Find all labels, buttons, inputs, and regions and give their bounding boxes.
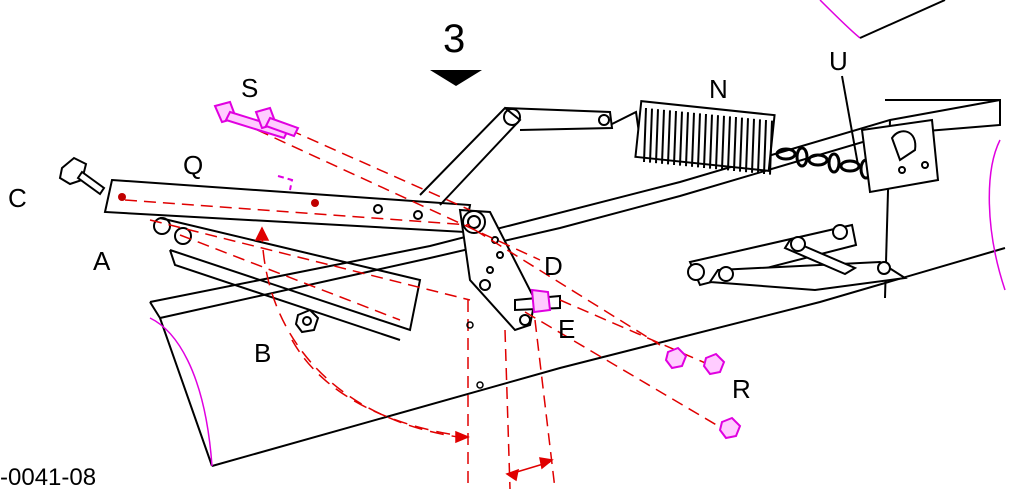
spring-coil [703, 113, 707, 169]
spring-coil [757, 119, 761, 174]
push-arm [153, 217, 422, 341]
spring-coil [763, 119, 767, 175]
spring-coil [733, 116, 737, 172]
step-number: 3 [443, 17, 465, 61]
leader-line-u [841, 75, 859, 166]
spring-coil [655, 109, 659, 164]
callout-q: Q [183, 150, 203, 180]
bolt-c [58, 156, 106, 196]
swing-arcs [261, 227, 469, 439]
callout-r: R [732, 374, 751, 404]
chain-link [839, 159, 861, 173]
callout-e: E [558, 314, 575, 344]
callout-d: D [544, 251, 563, 281]
alignment-lines [124, 121, 726, 489]
top-blade-curve [819, 0, 861, 39]
blade-left-edge [149, 301, 213, 467]
step-arrow-icon [430, 70, 482, 86]
spring-coil [649, 108, 653, 163]
spring-coil [751, 118, 755, 173]
blade-right-top [885, 99, 1001, 135]
callout-s: S [241, 73, 258, 103]
spring-coil [685, 112, 689, 167]
bracket-u [860, 118, 940, 194]
blade-holes [466, 321, 484, 389]
top-blade-edge [859, 0, 946, 39]
nuts-r [664, 346, 742, 440]
nut-b [294, 308, 320, 334]
spring-coil [715, 115, 719, 170]
spring-coil [709, 114, 713, 169]
spring-coil [661, 109, 665, 164]
blade-inner-edge [159, 133, 891, 319]
chain [775, 146, 873, 180]
part-number: -0041-08 [0, 464, 96, 489]
spring-coil [739, 117, 743, 172]
spring-coil [727, 116, 731, 171]
chain-link [775, 147, 797, 161]
right-linkage [687, 223, 908, 292]
blade-end-curves [149, 0, 1006, 467]
blade-left-curve [149, 317, 213, 467]
callout-u: U [829, 46, 848, 76]
spring-coil [697, 113, 701, 168]
spring-coil [667, 110, 671, 165]
spring-clip-e [530, 288, 552, 314]
hidden-bolt-s [277, 175, 294, 191]
blade-top-edge [149, 99, 1001, 303]
chain-link [795, 146, 809, 168]
spring-coil [679, 111, 683, 166]
q-bar [103, 178, 472, 234]
spring-coil [643, 107, 647, 163]
spring-coils [643, 107, 773, 175]
callout-c: C [8, 183, 27, 213]
spring-coil [745, 118, 749, 173]
spring-coil [721, 115, 725, 170]
spring-coil [769, 120, 773, 175]
swing-arrows [254, 226, 554, 482]
callout-n: N [709, 74, 728, 104]
chain-link [807, 153, 829, 167]
spring-coil [691, 112, 695, 167]
blade-right-curve [988, 139, 1006, 291]
chain-link [827, 152, 841, 174]
callout-b: B [254, 338, 271, 368]
lift-arm [419, 106, 614, 206]
bolts-s [213, 100, 300, 140]
spring-coil [673, 110, 677, 166]
callout-a: A [93, 246, 111, 276]
